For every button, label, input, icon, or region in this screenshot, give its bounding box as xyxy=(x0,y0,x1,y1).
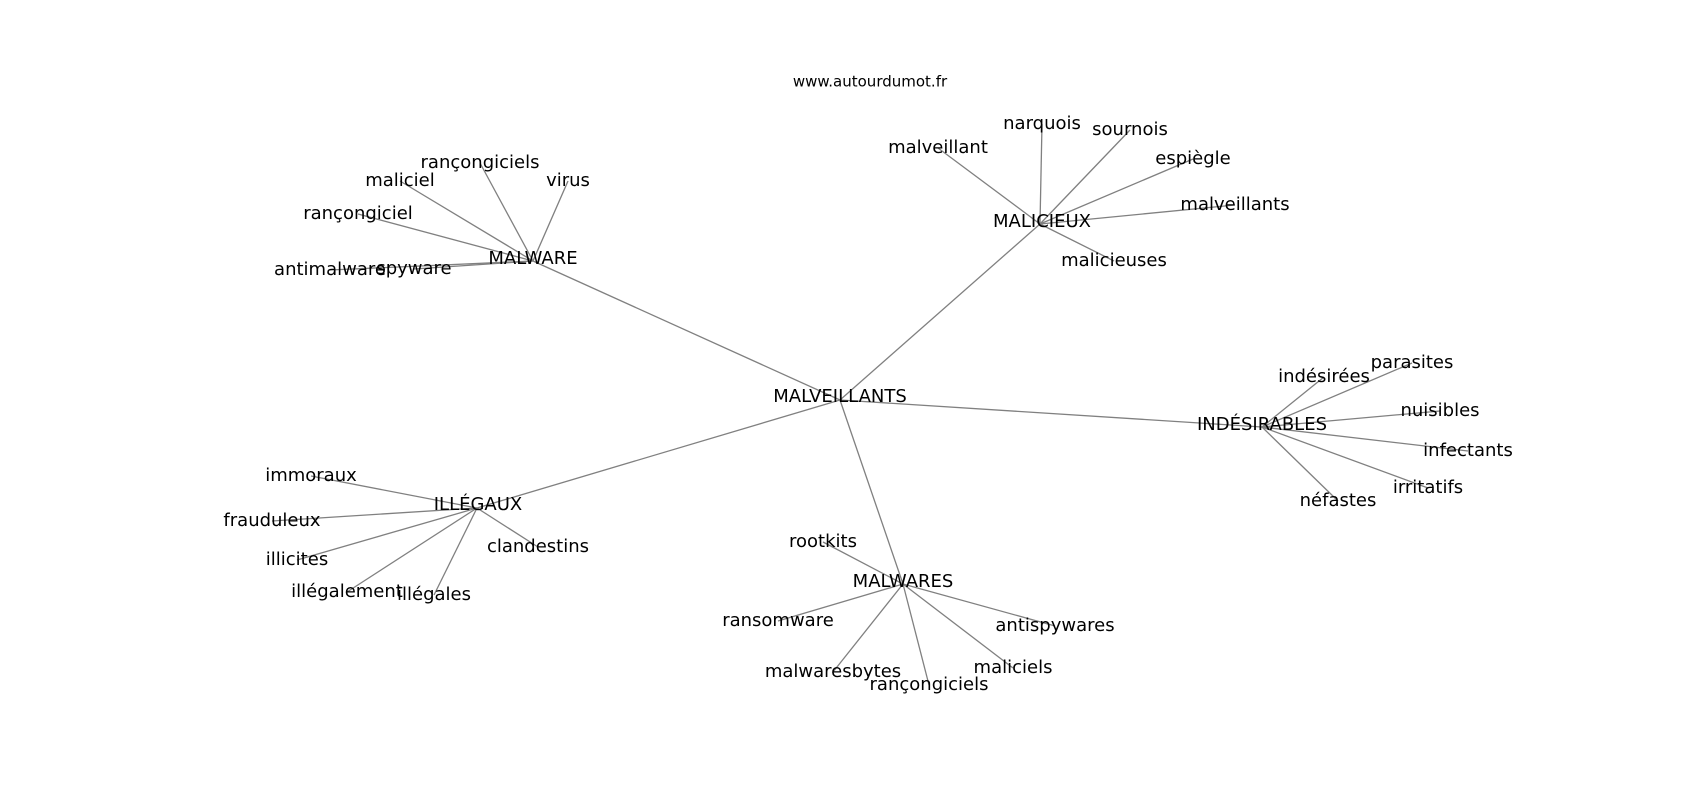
leaf-node-label[interactable]: immoraux xyxy=(265,465,357,486)
leaf-node-label[interactable]: nuisibles xyxy=(1400,400,1479,421)
center-node-label[interactable]: MALVEILLANTS xyxy=(773,386,907,407)
edge-hub-to-leaf xyxy=(1261,410,1441,428)
edge-hub-to-leaf xyxy=(346,507,478,593)
edge-hub-to-leaf xyxy=(310,475,478,509)
leaf-node-label[interactable]: maliciel xyxy=(365,170,435,191)
leaf-node-label[interactable]: ransomware xyxy=(722,610,834,631)
edge-center-to-hub xyxy=(532,260,841,401)
edge-hub-to-leaf xyxy=(1261,426,1339,502)
edge-hub-to-leaf xyxy=(1261,426,1429,489)
leaf-node-label[interactable]: illégales xyxy=(397,584,471,605)
leaf-node-label[interactable]: sournois xyxy=(1092,119,1168,140)
leaf-node-label[interactable]: indésirées xyxy=(1278,366,1370,387)
site-watermark: www.autourdumot.fr xyxy=(793,73,948,91)
edge-hub-to-leaf xyxy=(1261,376,1325,428)
leaf-node-label[interactable]: espiègle xyxy=(1155,148,1230,169)
edge-center-to-hub xyxy=(476,399,841,509)
leaf-node-label[interactable]: virus xyxy=(546,170,590,191)
edge-hub-to-leaf xyxy=(532,180,569,262)
edge-hub-to-leaf xyxy=(329,260,534,271)
edge-hub-to-leaf xyxy=(296,507,478,561)
edge-hub-to-leaf xyxy=(479,162,534,262)
edge-hub-to-leaf xyxy=(476,507,539,548)
edge-center-to-hub xyxy=(839,223,1041,401)
leaf-node-label[interactable]: illégalement xyxy=(291,581,403,602)
hub-node-label[interactable]: INDÉSIRABLES xyxy=(1197,413,1327,435)
leaf-node-label[interactable]: néfastes xyxy=(1300,490,1377,511)
edge-hub-to-leaf xyxy=(1261,426,1469,452)
leaf-node-label[interactable]: rootkits xyxy=(789,531,857,552)
leaf-node-label[interactable]: spyware xyxy=(376,258,451,279)
hub-node-label[interactable]: ILLÉGAUX xyxy=(434,493,523,515)
graph-edges xyxy=(271,123,1469,686)
edge-hub-to-leaf xyxy=(902,583,1056,627)
edge-center-to-hub xyxy=(839,399,904,585)
edge-hub-to-leaf xyxy=(902,583,1014,669)
edge-hub-to-leaf xyxy=(1261,362,1413,428)
edge-hub-to-leaf xyxy=(822,541,904,585)
leaf-node-label[interactable]: frauduleux xyxy=(223,510,320,531)
leaf-node-label[interactable]: malwaresbytes xyxy=(765,661,901,682)
leaf-node-label[interactable]: irritatifs xyxy=(1393,477,1463,498)
leaf-node-label[interactable]: antispywares xyxy=(995,615,1114,636)
leaf-node-label[interactable]: antimalware xyxy=(274,259,386,280)
graph-labels: MALVEILLANTS MALWARE rançongiciels virus mal… xyxy=(223,113,1512,695)
leaf-node-label[interactable]: narquois xyxy=(1003,113,1081,134)
edge-hub-to-leaf xyxy=(777,583,904,622)
leaf-node-label[interactable]: malveillant xyxy=(888,137,988,158)
edge-center-to-hub xyxy=(839,399,1263,428)
edge-hub-to-leaf xyxy=(271,507,478,522)
leaf-node-label[interactable]: infectants xyxy=(1423,440,1513,461)
leaf-node-label[interactable]: parasites xyxy=(1371,352,1454,373)
edge-hub-to-leaf xyxy=(357,213,534,262)
edge-hub-to-leaf xyxy=(902,583,930,686)
edge-hub-to-leaf xyxy=(399,180,534,262)
leaf-node-label[interactable]: malicieuses xyxy=(1061,250,1167,271)
leaf-node-label[interactable]: malveillants xyxy=(1180,194,1289,215)
edge-hub-to-leaf xyxy=(1039,223,1115,262)
leaf-node-label[interactable]: rançongiciels xyxy=(870,674,989,695)
leaf-node-label[interactable]: clandestins xyxy=(487,536,589,557)
hub-node-label[interactable]: MALWARES xyxy=(853,571,954,592)
edge-hub-to-leaf xyxy=(1039,204,1236,225)
edge-hub-to-leaf xyxy=(1039,123,1043,225)
leaf-node-label[interactable]: illicites xyxy=(266,549,328,570)
leaf-node-label[interactable]: rançongiciel xyxy=(303,203,413,224)
edge-hub-to-leaf xyxy=(433,507,478,596)
edge-hub-to-leaf xyxy=(832,583,904,673)
edge-hub-to-leaf xyxy=(937,147,1041,225)
leaf-node-label[interactable]: maliciels xyxy=(974,657,1053,678)
edge-hub-to-leaf xyxy=(1039,158,1194,225)
leaf-node-label[interactable]: rançongiciels xyxy=(421,152,540,173)
edge-hub-to-leaf xyxy=(1039,129,1131,225)
hub-node-label[interactable]: MALWARE xyxy=(488,248,577,269)
hub-node-label[interactable]: MALICIEUX xyxy=(993,211,1091,232)
